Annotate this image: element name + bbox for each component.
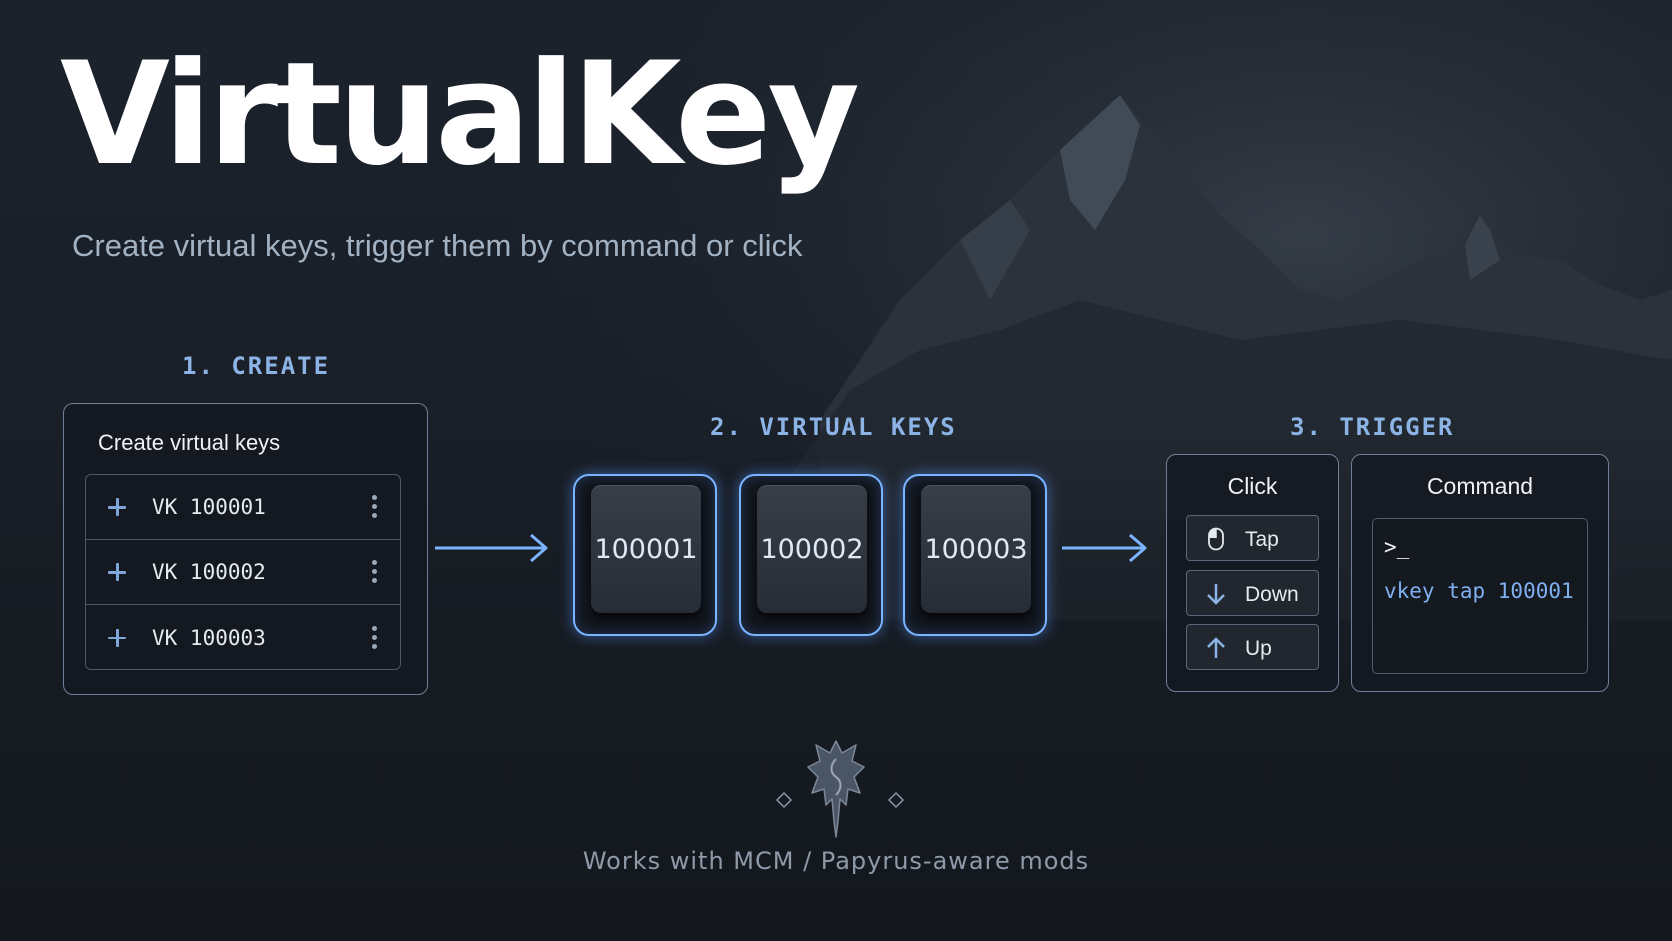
plus-icon[interactable] (108, 498, 126, 516)
console-prompt: >_ (1384, 535, 1410, 559)
virtual-key-1[interactable]: 100001 (573, 474, 717, 636)
key-cap: 100002 (757, 485, 867, 613)
arrow-right-icon (1062, 533, 1147, 563)
tap-button-label: Tap (1245, 528, 1279, 551)
click-trigger-panel: Click Tap Down Up (1166, 454, 1339, 692)
create-panel: Create virtual keys VK 100001 VK 100002 … (63, 403, 428, 695)
down-button-label: Down (1245, 583, 1299, 606)
kebab-menu-icon[interactable] (372, 560, 378, 584)
kebab-menu-icon[interactable] (372, 625, 378, 650)
mouse-icon (1208, 527, 1224, 551)
step-trigger-label: 3. TRIGGER (1290, 413, 1455, 441)
virtual-key-row[interactable]: VK 100003 (86, 605, 400, 669)
command-panel-heading: Command (1426, 473, 1534, 499)
step-virtual-keys-label: 2. VIRTUAL KEYS (710, 413, 957, 441)
virtual-key-label: VK 100002 (152, 560, 266, 584)
virtual-key-2[interactable]: 100002 (739, 474, 883, 636)
key-code: 100001 (594, 533, 698, 565)
virtual-key-list: VK 100001 VK 100002 VK 100003 (85, 474, 401, 670)
step-create-label: 1. CREATE (182, 352, 331, 380)
virtual-key-row[interactable]: VK 100001 (86, 475, 400, 540)
page-subtitle: Create virtual keys, trigger them by com… (72, 228, 803, 263)
tap-button[interactable]: Tap (1186, 515, 1319, 561)
key-cap: 100003 (921, 485, 1031, 613)
virtual-key-label: VK 100001 (152, 495, 266, 519)
key-code: 100002 (760, 533, 864, 565)
kebab-menu-icon[interactable] (372, 495, 378, 519)
dragon-emblem-icon (807, 740, 865, 838)
virtual-key-label: VK 100003 (152, 625, 266, 650)
up-button[interactable]: Up (1186, 624, 1319, 670)
virtual-key-3[interactable]: 100003 (903, 474, 1047, 636)
console-command: vkey tap 100001 (1384, 579, 1574, 603)
key-cap: 100001 (591, 485, 701, 613)
arrow-up-icon (1207, 637, 1225, 658)
footer-divider (380, 791, 1300, 809)
up-button-label: Up (1245, 637, 1272, 660)
plus-icon[interactable] (108, 563, 126, 581)
compatibility-note: Works with MCM / Papyrus-aware mods (582, 847, 1090, 875)
down-button[interactable]: Down (1186, 570, 1319, 616)
command-trigger-panel: Command >_ vkey tap 100001 (1351, 454, 1609, 692)
arrow-down-icon (1207, 584, 1225, 605)
console-input[interactable]: >_ vkey tap 100001 (1372, 518, 1588, 674)
virtual-key-row[interactable]: VK 100002 (86, 540, 400, 605)
key-code: 100003 (924, 533, 1028, 565)
plus-icon[interactable] (108, 628, 126, 647)
click-panel-heading: Click (1227, 473, 1278, 499)
arrow-right-icon (435, 533, 548, 563)
create-panel-heading: Create virtual keys (98, 430, 281, 455)
page-title: VirtualKey (60, 32, 860, 197)
